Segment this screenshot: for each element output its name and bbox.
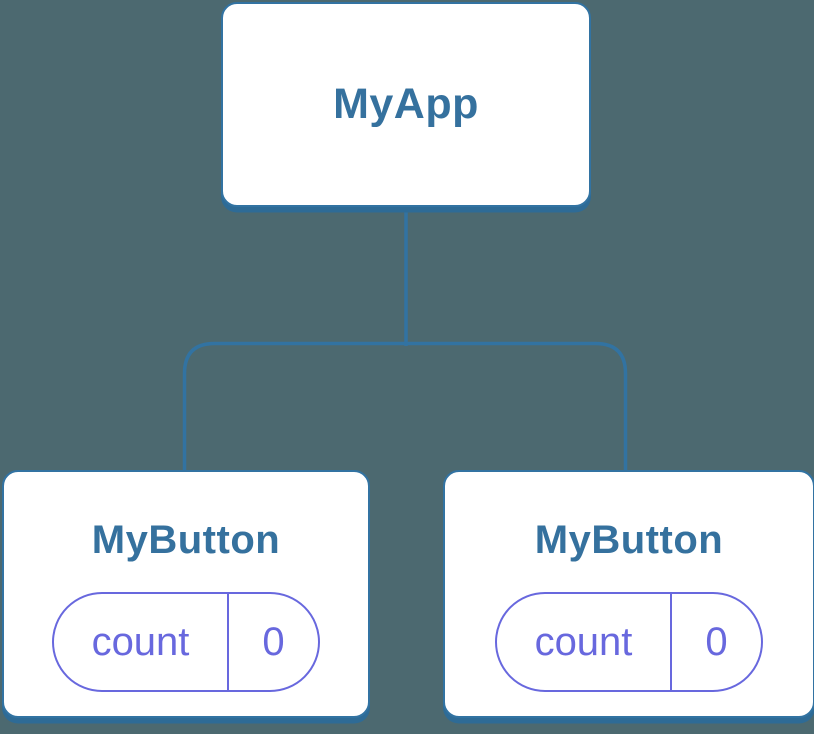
component-node-myapp: MyApp (221, 2, 591, 207)
state-value: 0 (705, 619, 728, 664)
component-node-mybutton-1: MyButton count 0 (2, 470, 370, 718)
state-value: 0 (262, 619, 285, 664)
state-key-label: count (54, 594, 229, 690)
component-name-label: MyButton (534, 518, 724, 562)
component-node-mybutton-2: MyButton count 0 (443, 470, 814, 718)
component-name-label: MyApp (333, 79, 479, 128)
component-name-label: MyButton (91, 518, 281, 562)
state-pill: count 0 (52, 592, 320, 692)
state-key-label: count (497, 594, 672, 690)
children-bracket-line (182, 341, 628, 478)
state-pill: count 0 (495, 592, 763, 692)
